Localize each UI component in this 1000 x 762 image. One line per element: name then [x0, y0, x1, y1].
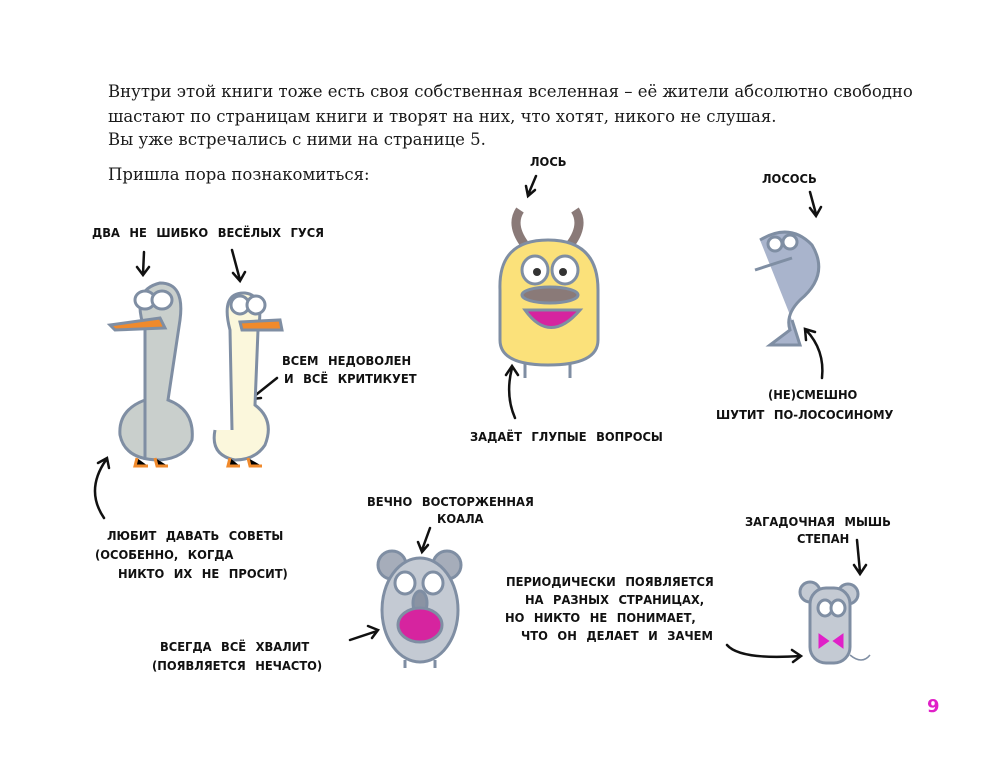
intro-line-4: Пришла пора познакомиться: — [108, 165, 370, 184]
label-goose-left-2: (особенно, когда — [95, 547, 234, 562]
label-goose-left-3: никто их не просит) — [118, 566, 288, 581]
label-koala-2: коала — [437, 511, 484, 526]
arrow-icon — [852, 538, 868, 577]
label-salmon: Лосось — [762, 171, 817, 186]
label-mouse-note-1: Периодически появляется — [506, 574, 714, 589]
arrows — [93, 174, 868, 664]
arrow-icon — [348, 624, 380, 642]
arrow-icon — [803, 327, 824, 380]
intro-line-3: Вы уже встречались с ними на странице 5. — [108, 130, 486, 149]
arrow-icon — [524, 174, 538, 199]
label-mouse-note-2: на разных страницах, — [525, 592, 705, 607]
arrow-icon — [135, 250, 151, 278]
mouse-illustration — [798, 580, 871, 665]
goose-grey-illustration — [106, 281, 194, 468]
label-mouse-note-4: что он делает и зачем — [521, 628, 713, 643]
label-koala-note-1: Всегда всё хвалит — [160, 639, 310, 654]
arrow-icon — [93, 456, 111, 520]
arrow-icon — [416, 526, 432, 555]
label-moose: Лось — [530, 154, 567, 169]
arrow-icon — [230, 248, 247, 284]
label-geese: Два не шибко весёлых гуся — [92, 225, 324, 240]
label-koala-note-2: (появляется нечасто) — [152, 658, 323, 673]
koala-illustration — [376, 549, 463, 668]
arrow-icon — [725, 643, 804, 664]
label-salmon-note-2: шутит по-лососиному — [716, 407, 894, 422]
arrow-icon — [504, 363, 520, 420]
salmon-illustration — [754, 230, 821, 347]
label-goose-right-2: и всё критикует — [284, 371, 417, 386]
label-salmon-note-1: (Не)смешно — [768, 387, 858, 402]
label-goose-left-1: Любит давать советы — [107, 528, 284, 543]
intro-line-1: Внутри этой книги тоже есть своя собстве… — [108, 82, 913, 101]
label-goose-right-1: Всем недоволен — [282, 353, 412, 368]
moose-illustration — [498, 207, 600, 378]
goose-cream-illustration — [212, 291, 284, 468]
page-number: 9 — [927, 696, 940, 717]
label-mouse-note-3: но никто не понимает, — [505, 610, 696, 625]
arrow-icon — [808, 190, 823, 219]
label-mouse-2: Степан — [797, 531, 850, 546]
label-moose-note: Задаёт глупые вопросы — [470, 429, 663, 444]
label-koala-1: Вечно восторженная — [367, 494, 534, 509]
intro-line-2: шастают по страницам книги и творят на н… — [108, 107, 777, 126]
label-mouse-1: Загадочная мышь — [745, 514, 891, 529]
